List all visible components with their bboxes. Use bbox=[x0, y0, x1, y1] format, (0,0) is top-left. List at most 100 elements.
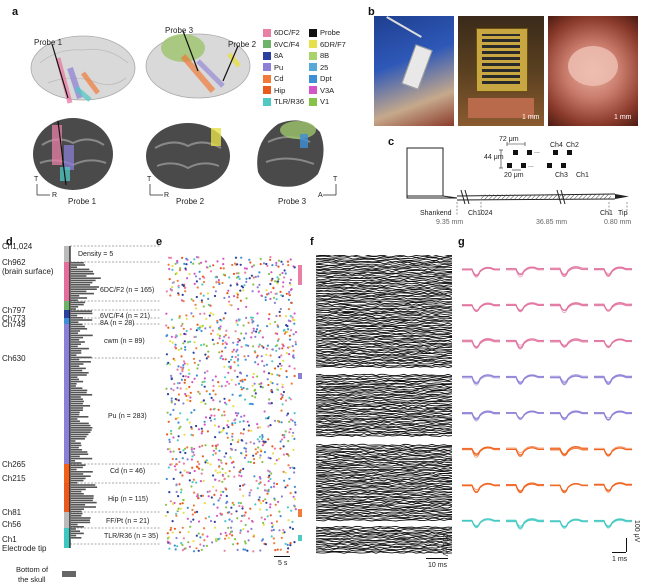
legend-label: 8A bbox=[274, 51, 284, 60]
voltage-trace bbox=[316, 408, 452, 412]
channel-label: Ch630 bbox=[2, 354, 26, 363]
spike-dot bbox=[259, 481, 262, 484]
channel-label: Ch962 bbox=[2, 258, 26, 267]
spike-dot bbox=[219, 490, 223, 493]
legend-item: 25 bbox=[309, 63, 328, 72]
voltage-trace bbox=[316, 488, 452, 492]
spike-dot bbox=[214, 526, 217, 529]
spike-dot bbox=[260, 355, 263, 358]
spike-dot bbox=[218, 431, 221, 434]
spike-dot bbox=[211, 379, 214, 382]
voltage-trace bbox=[316, 514, 452, 517]
spike-dot bbox=[196, 367, 199, 370]
voltage-trace bbox=[316, 385, 452, 388]
spike-dot bbox=[205, 357, 208, 360]
voltage-trace bbox=[316, 474, 452, 477]
spike-dot bbox=[192, 299, 195, 302]
density-bar bbox=[71, 343, 81, 345]
spike-dot bbox=[274, 280, 277, 283]
spike-dot bbox=[171, 531, 174, 534]
spike-dot bbox=[275, 298, 278, 301]
spike-dot bbox=[273, 301, 276, 304]
voltage-trace bbox=[316, 301, 452, 305]
density-bar bbox=[71, 279, 96, 282]
spike-dot bbox=[170, 335, 173, 338]
g-scale-y: 100 μV bbox=[633, 520, 640, 543]
spike-waveform bbox=[462, 483, 500, 494]
spike-dot bbox=[244, 271, 247, 274]
spike-dot bbox=[289, 258, 292, 261]
spike-dot bbox=[294, 340, 297, 343]
legend-swatch bbox=[263, 63, 271, 71]
spike-waveform bbox=[462, 447, 500, 458]
voltage-trace bbox=[316, 410, 452, 414]
panel-letter-e: e bbox=[156, 236, 163, 248]
spike-dot bbox=[286, 550, 289, 554]
spike-dot bbox=[265, 353, 268, 356]
legend-swatch bbox=[263, 28, 271, 37]
voltage-trace bbox=[316, 256, 452, 260]
spike-dot bbox=[251, 331, 254, 334]
spike-dot bbox=[207, 355, 210, 358]
density-bar bbox=[71, 530, 81, 532]
spike-dot bbox=[184, 290, 187, 293]
legend-label: 6DC/F2 bbox=[274, 28, 300, 37]
spike-dot bbox=[204, 461, 207, 464]
spike-dot bbox=[224, 312, 227, 315]
spike-dot bbox=[209, 325, 212, 328]
spike-dot bbox=[184, 451, 187, 455]
spike-dot bbox=[176, 416, 179, 420]
spike-dot bbox=[193, 491, 196, 494]
voltage-trace bbox=[316, 376, 452, 380]
probe-1-label: Probe 1 bbox=[34, 38, 63, 47]
spike-dot bbox=[277, 457, 280, 460]
voltage-trace bbox=[316, 495, 452, 498]
spike-waveforms bbox=[462, 266, 632, 530]
spike-dot bbox=[185, 387, 188, 390]
spike-dot bbox=[222, 257, 225, 260]
voltage-trace bbox=[316, 530, 452, 534]
spike-dot bbox=[169, 528, 172, 531]
e-scale-bar bbox=[274, 556, 290, 558]
spike-dot bbox=[244, 511, 247, 514]
spike-dot bbox=[202, 544, 205, 547]
spike-dot bbox=[272, 287, 275, 290]
spike-dot bbox=[195, 510, 199, 513]
spike-dot bbox=[182, 537, 185, 540]
spike-dot bbox=[230, 506, 233, 509]
spike-dot bbox=[278, 362, 282, 365]
spike-dot bbox=[274, 462, 277, 465]
spike-dot bbox=[253, 442, 256, 445]
spike-dot bbox=[168, 491, 171, 494]
spike-dot bbox=[243, 337, 246, 340]
voltage-trace bbox=[316, 493, 452, 496]
spike-dot bbox=[175, 512, 178, 515]
spike-dot bbox=[190, 298, 193, 301]
density-bar bbox=[71, 299, 78, 301]
spike-dot bbox=[190, 411, 193, 414]
spike-dot bbox=[174, 336, 177, 339]
spike-waveform bbox=[594, 447, 632, 457]
spike-waveform bbox=[550, 302, 588, 311]
spike-dot bbox=[274, 320, 277, 324]
spike-dot bbox=[256, 375, 259, 378]
spike-dot bbox=[178, 531, 182, 534]
spike-dot bbox=[251, 316, 254, 319]
spike-dot bbox=[197, 532, 200, 535]
spike-dot bbox=[180, 542, 183, 545]
spike-dot bbox=[178, 460, 181, 464]
probe-region-segment bbox=[64, 483, 70, 512]
density-bar bbox=[71, 453, 89, 455]
density-bar bbox=[71, 534, 77, 537]
legend-swatch bbox=[263, 51, 271, 60]
axis-t-1: T bbox=[34, 176, 39, 183]
density-bar bbox=[71, 508, 85, 510]
spike-dot bbox=[266, 325, 269, 328]
spike-dot bbox=[192, 315, 195, 318]
voltage-trace bbox=[316, 426, 452, 430]
spike-dot bbox=[269, 297, 272, 300]
spike-dot bbox=[237, 354, 240, 357]
spike-dot bbox=[237, 272, 240, 275]
density-bar bbox=[71, 301, 86, 304]
voltage-trace bbox=[316, 478, 452, 482]
